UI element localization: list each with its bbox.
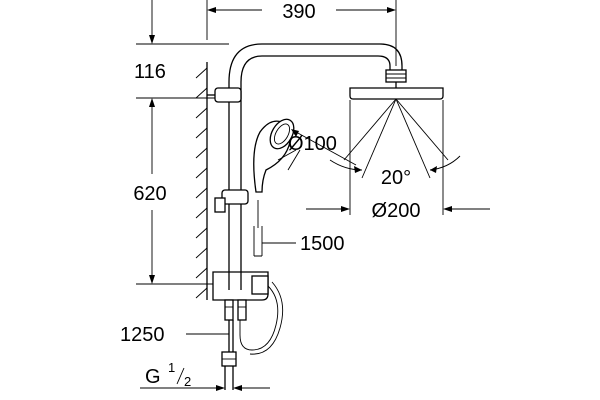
dimension-hose-length: 1500	[262, 233, 345, 255]
top-width-label: 390	[282, 1, 315, 23]
dimension-hand-shower-diameter: Ø100	[287, 129, 357, 171]
lower-length-label: 1250	[120, 324, 165, 346]
spray-angle-lines	[329, 98, 461, 179]
dimension-head-diameter: Ø200	[306, 100, 490, 222]
supply-pipes	[221, 299, 247, 390]
riser-rail	[207, 43, 403, 290]
head-diameter-label: Ø200	[372, 200, 421, 222]
spray-angle-label: 20°	[381, 167, 411, 189]
dimension-arm-offset: 116	[134, 0, 229, 83]
dimension-thread: G 1 2	[140, 360, 270, 391]
hand-shower	[253, 118, 297, 193]
thread-numerator-label: 1	[168, 360, 175, 375]
head-shower	[349, 69, 444, 100]
thread-prefix-label: G	[145, 366, 161, 388]
thread-denominator-label: 2	[184, 374, 191, 389]
hose	[239, 200, 284, 355]
arm-offset-label: 116	[134, 61, 166, 83]
hose-length-label: 1500	[300, 233, 345, 255]
dimension-top-width: 390	[206, 0, 397, 66]
wall	[195, 62, 208, 300]
dimension-rail-height: 620	[133, 97, 215, 285]
rail-height-label: 620	[133, 183, 166, 205]
hand-shower-diameter-label: Ø100	[288, 133, 337, 155]
diverter-block	[212, 271, 269, 301]
dimension-lower-length: 1250	[120, 324, 229, 346]
